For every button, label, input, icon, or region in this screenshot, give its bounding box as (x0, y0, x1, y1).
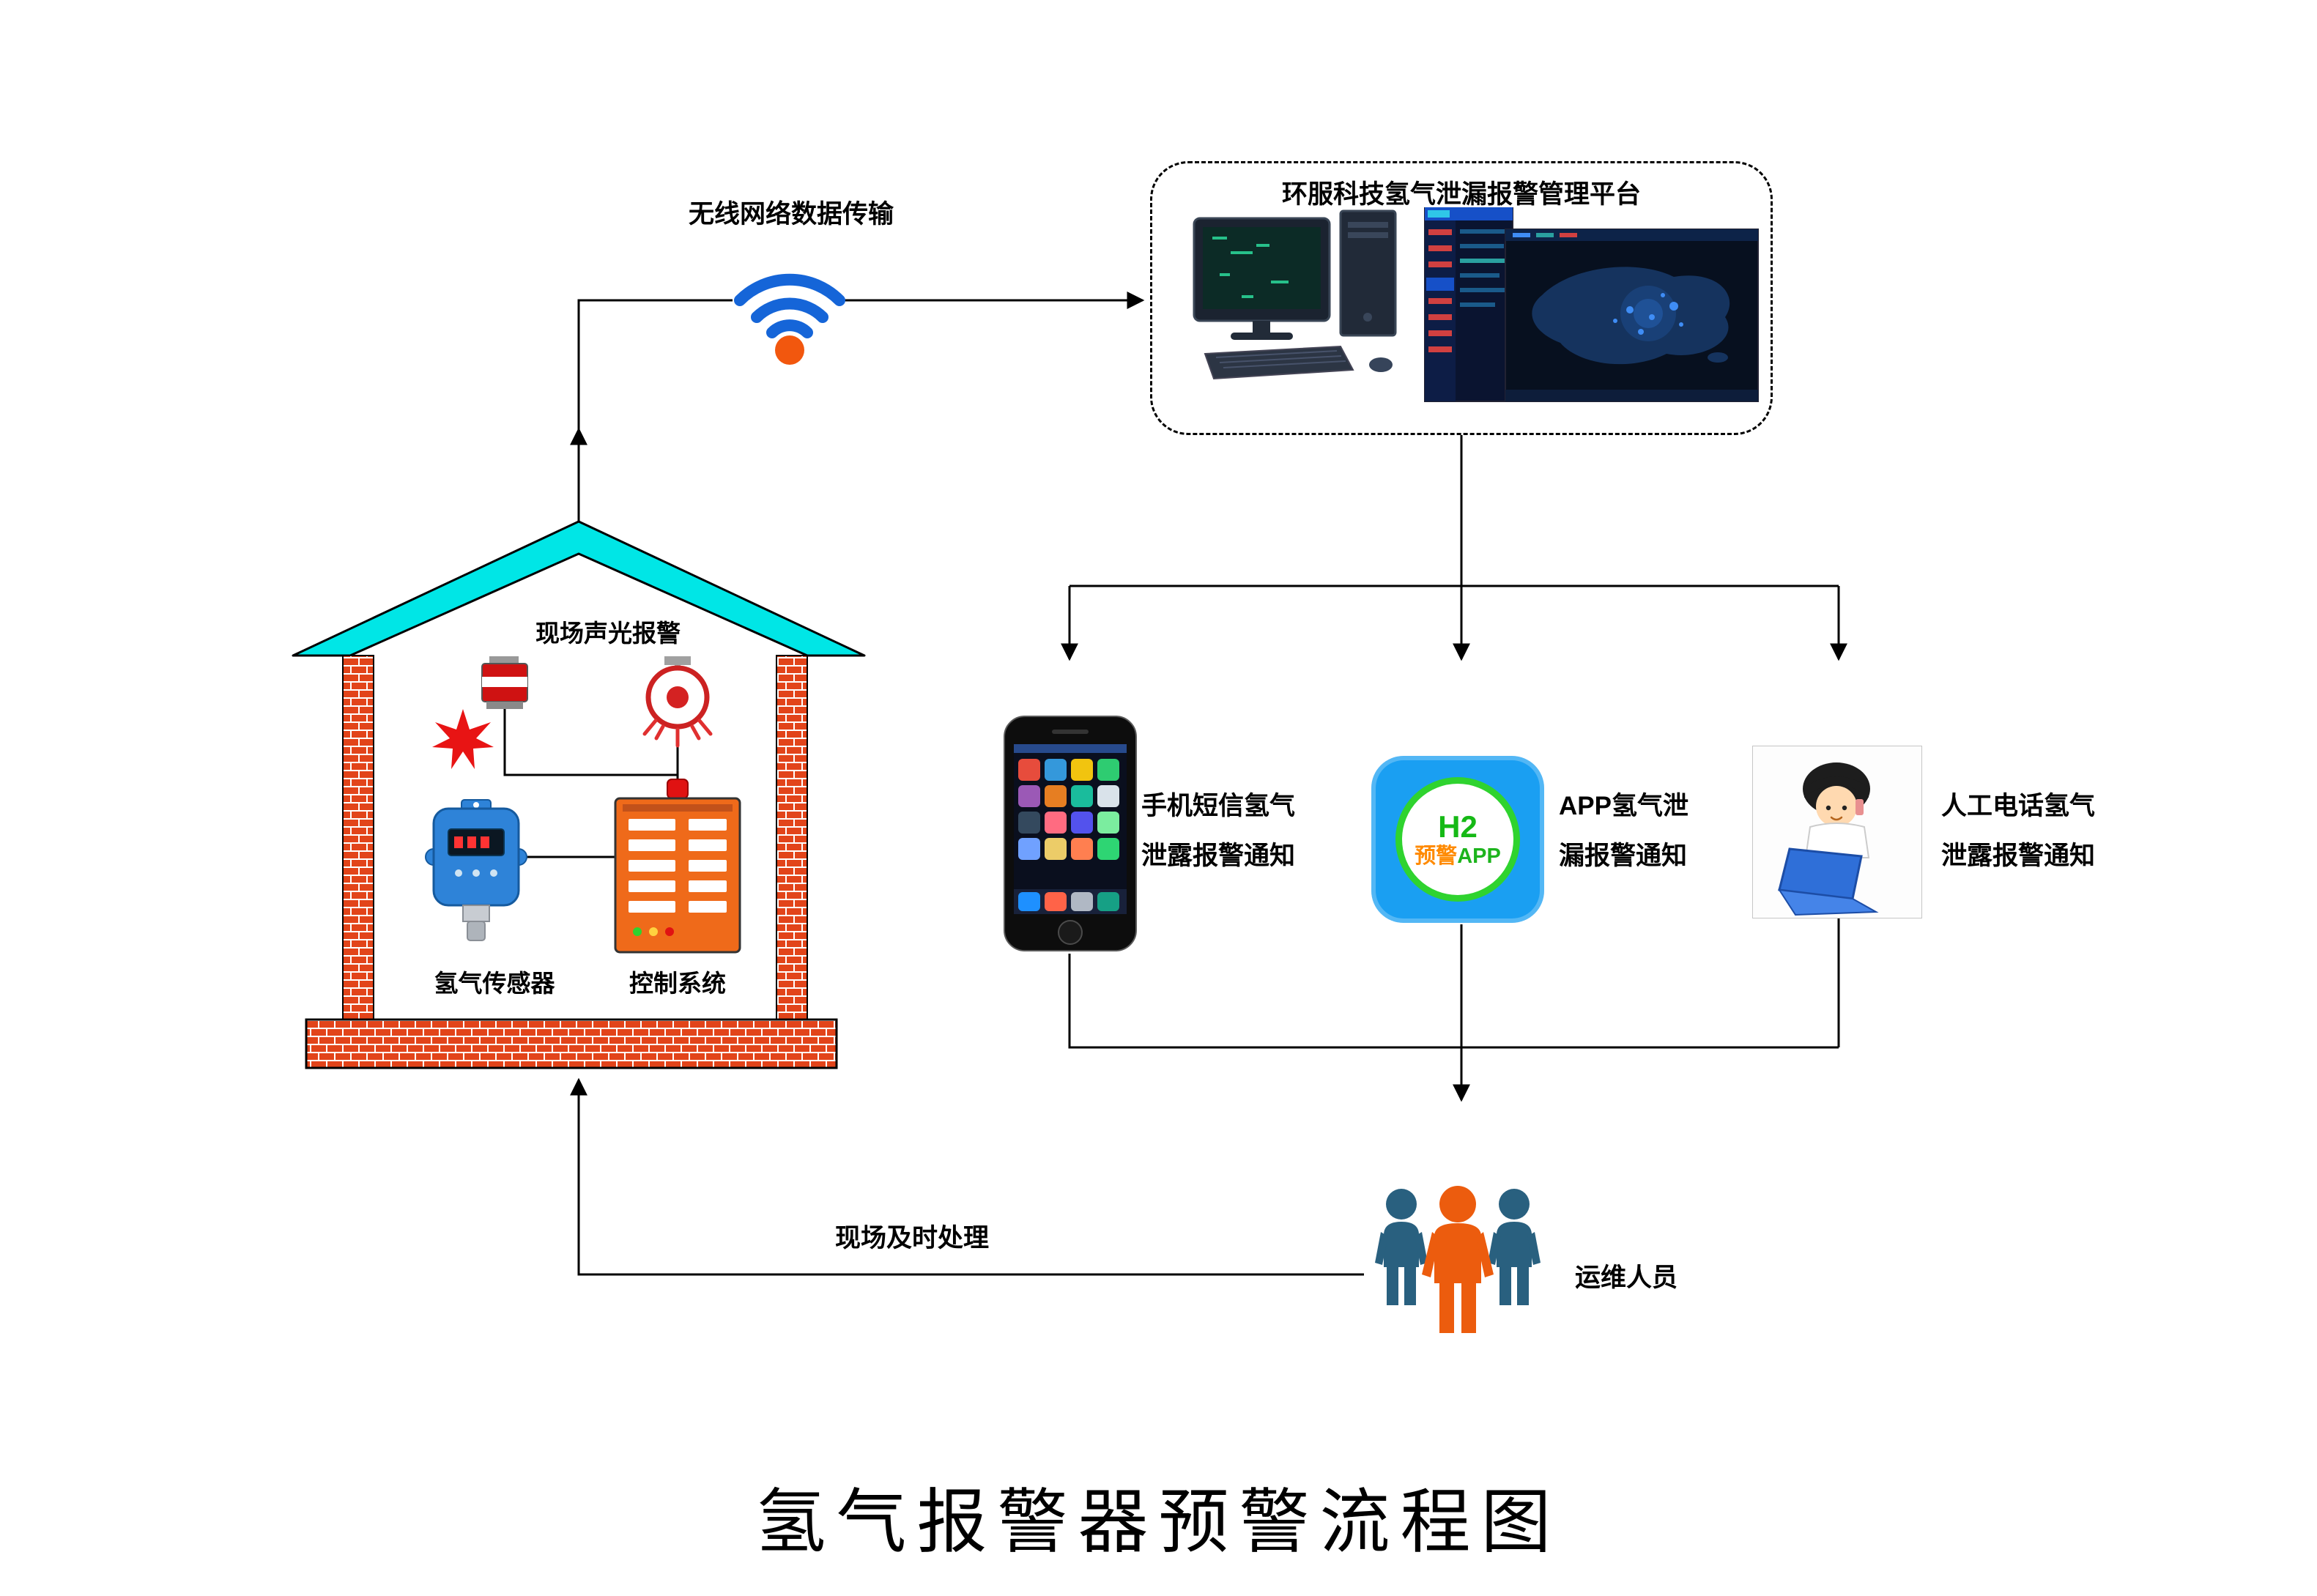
app-notify-label-line2: 漏报警通知 (1559, 842, 1688, 870)
wifi-icon (734, 273, 845, 365)
platform-ui-screenshot (1424, 207, 1513, 402)
house-left-wall (342, 655, 374, 1020)
control-system-label: 控制系统 (629, 970, 726, 997)
laptop-base (1778, 888, 1879, 916)
site-alarm-label: 现场声光报警 (535, 620, 681, 647)
control-system-icon (614, 797, 741, 954)
staff-person-center (1422, 1186, 1494, 1333)
desktop-computer (1193, 209, 1397, 380)
house-right-wall (776, 655, 808, 1020)
sms-notify-label-line1: 手机短信氢气 (1141, 792, 1296, 820)
phone-app-grid (1014, 759, 1127, 914)
app-h2-text: H2 (1438, 809, 1478, 844)
house-base (305, 1018, 838, 1069)
sounder-alarm-icon (642, 656, 713, 748)
sms-notify-label-line2: 泄露报警通知 (1141, 842, 1296, 870)
onsite-handling-label: 现场及时处理 (835, 1224, 990, 1252)
strobe-alarm-icon (432, 656, 528, 769)
call-operator-art (1778, 762, 1879, 916)
platform-title: 环服科技氢气泄漏报警管理平台 (1281, 180, 1641, 209)
call-operator-image (1752, 746, 1922, 918)
staff-person-left (1375, 1189, 1428, 1305)
platform-box: 环服科技氢气泄漏报警管理平台 (1150, 161, 1773, 435)
app-name-warn: 预警 (1415, 845, 1458, 868)
ops-staff-label: 运维人员 (1575, 1263, 1678, 1292)
platform-screenshot-art (1193, 207, 1759, 402)
hydrogen-sensor-label: 氢气传感器 (434, 970, 555, 997)
warning-app-circle: H2 预警APP (1395, 777, 1520, 902)
wireless-transmission-label: 无线网络数据传输 (688, 200, 894, 229)
app-notify-label-line1: APP氢气泄 (1559, 792, 1688, 820)
call-notify-label-line2: 泄露报警通知 (1941, 842, 2096, 870)
alarm-flash-star (432, 709, 494, 769)
diagram-title: 氢气报警器预警流程图 (755, 1483, 1562, 1562)
control-beacon (667, 779, 689, 799)
platform-map-screenshot (1505, 229, 1759, 402)
operator-phone (1856, 799, 1864, 815)
smartphone-icon (1004, 716, 1137, 951)
app-name-app: APP (1457, 845, 1501, 868)
line-house-wifi (577, 299, 733, 432)
app-name-text: 预警APP (1415, 844, 1501, 869)
house-roof (292, 520, 866, 657)
line-converge-left (1068, 954, 1839, 1049)
call-notify-label-line1: 人工电话氢气 (1941, 792, 2096, 820)
warning-app-icon: H2 预警APP (1371, 756, 1544, 923)
staff-person-right (1488, 1189, 1541, 1305)
ops-staff-icons (1375, 1186, 1541, 1333)
phone-home-button (1058, 920, 1083, 945)
hydrogen-sensor-icon (425, 799, 527, 941)
monitored-site-house (292, 520, 866, 1069)
